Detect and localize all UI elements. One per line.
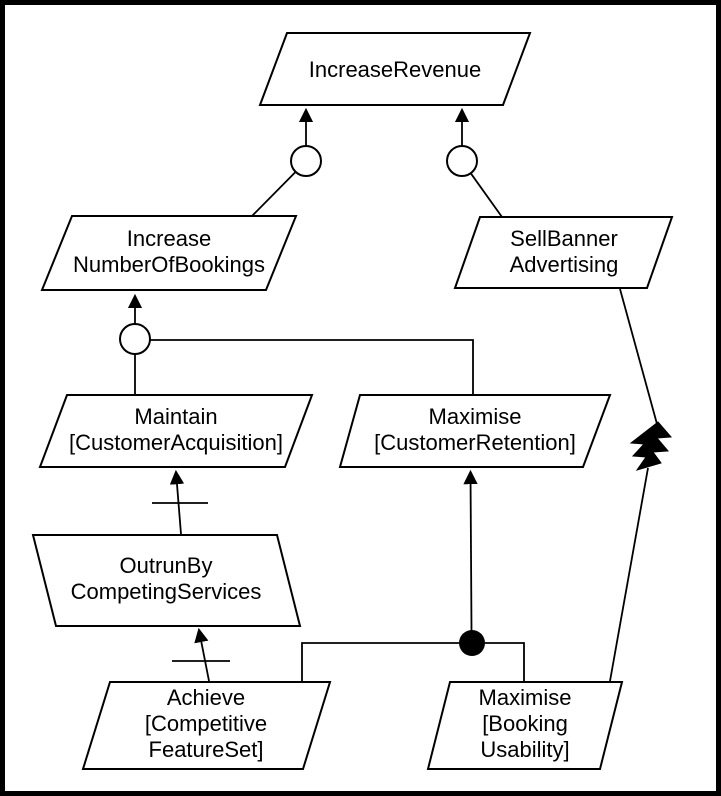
goal-sell-banner-advertising[interactable]: SellBanner Advertising	[453, 216, 674, 289]
goal-parallelogram	[338, 394, 612, 468]
goal-parallelogram	[426, 681, 624, 770]
obstacle-parallelogram	[31, 534, 302, 627]
edge-achieve-obstructs-outrun-arrow	[194, 627, 210, 682]
goal-label: Usability]	[480, 737, 569, 762]
edge-banner-conflict-upper	[619, 288, 658, 425]
goal-label: Maximise	[429, 404, 522, 429]
goal-label: FeatureSet]	[149, 737, 264, 762]
goal-achieve-competitive-feature-set[interactable]: Achieve [Competitive FeatureSet]	[81, 681, 332, 770]
goal-label: [CustomerRetention]	[374, 430, 576, 455]
edge-junction-to-retention-arrow	[463, 469, 478, 632]
goal-increase-revenue[interactable]: IncreaseRevenue	[258, 32, 532, 106]
goal-label: IncreaseRevenue	[309, 57, 481, 82]
edge-banner-to-circle	[469, 172, 503, 218]
goal-maximise-customer-retention[interactable]: Maximise [CustomerRetention]	[338, 394, 612, 468]
or-refinement-circle-icon	[119, 323, 151, 355]
goal-parallelogram	[81, 681, 332, 770]
obstacle-outrun-by-competing-services[interactable]: OutrunBy CompetingServices	[31, 534, 302, 627]
or-refinement-circle-icon	[290, 145, 322, 177]
edge-achieve-to-junction	[301, 642, 459, 681]
conflict-lightning-icon	[629, 421, 673, 471]
goal-label: NumberOfBookings	[73, 252, 265, 277]
goal-maximise-booking-usability[interactable]: Maximise [Booking Usability]	[426, 681, 624, 770]
or-refinement-circle-icon	[446, 145, 478, 177]
goal-parallelogram	[38, 394, 314, 468]
edge-bookings-to-circle	[251, 171, 297, 217]
goal-parallelogram	[453, 216, 674, 289]
goal-label: Advertising	[510, 252, 619, 277]
goal-parallelogram	[40, 215, 298, 291]
goal-parallelogram	[258, 32, 532, 106]
edge-retention-to-circle	[150, 339, 474, 396]
goal-label: Maintain	[134, 404, 217, 429]
obstacle-label: OutrunBy	[120, 553, 213, 578]
goal-label: SellBanner	[510, 226, 618, 251]
goal-maintain-customer-acquisition[interactable]: Maintain [CustomerAcquisition]	[38, 394, 314, 468]
obstacle-label: CompetingServices	[71, 579, 262, 604]
goal-label: Maximise	[479, 685, 572, 710]
goal-label: [Booking	[482, 711, 568, 736]
goal-label: Increase	[127, 226, 211, 251]
goal-label: Achieve	[167, 685, 245, 710]
edge-banner-conflict-lower	[609, 467, 649, 682]
goal-label: [Competitive	[145, 711, 267, 736]
and-junction-dot-icon	[459, 630, 485, 656]
goal-label: [CustomerAcquisition]	[69, 430, 283, 455]
edge-usability-to-junction	[485, 642, 525, 681]
goal-increase-number-of-bookings[interactable]: Increase NumberOfBookings	[40, 215, 298, 291]
